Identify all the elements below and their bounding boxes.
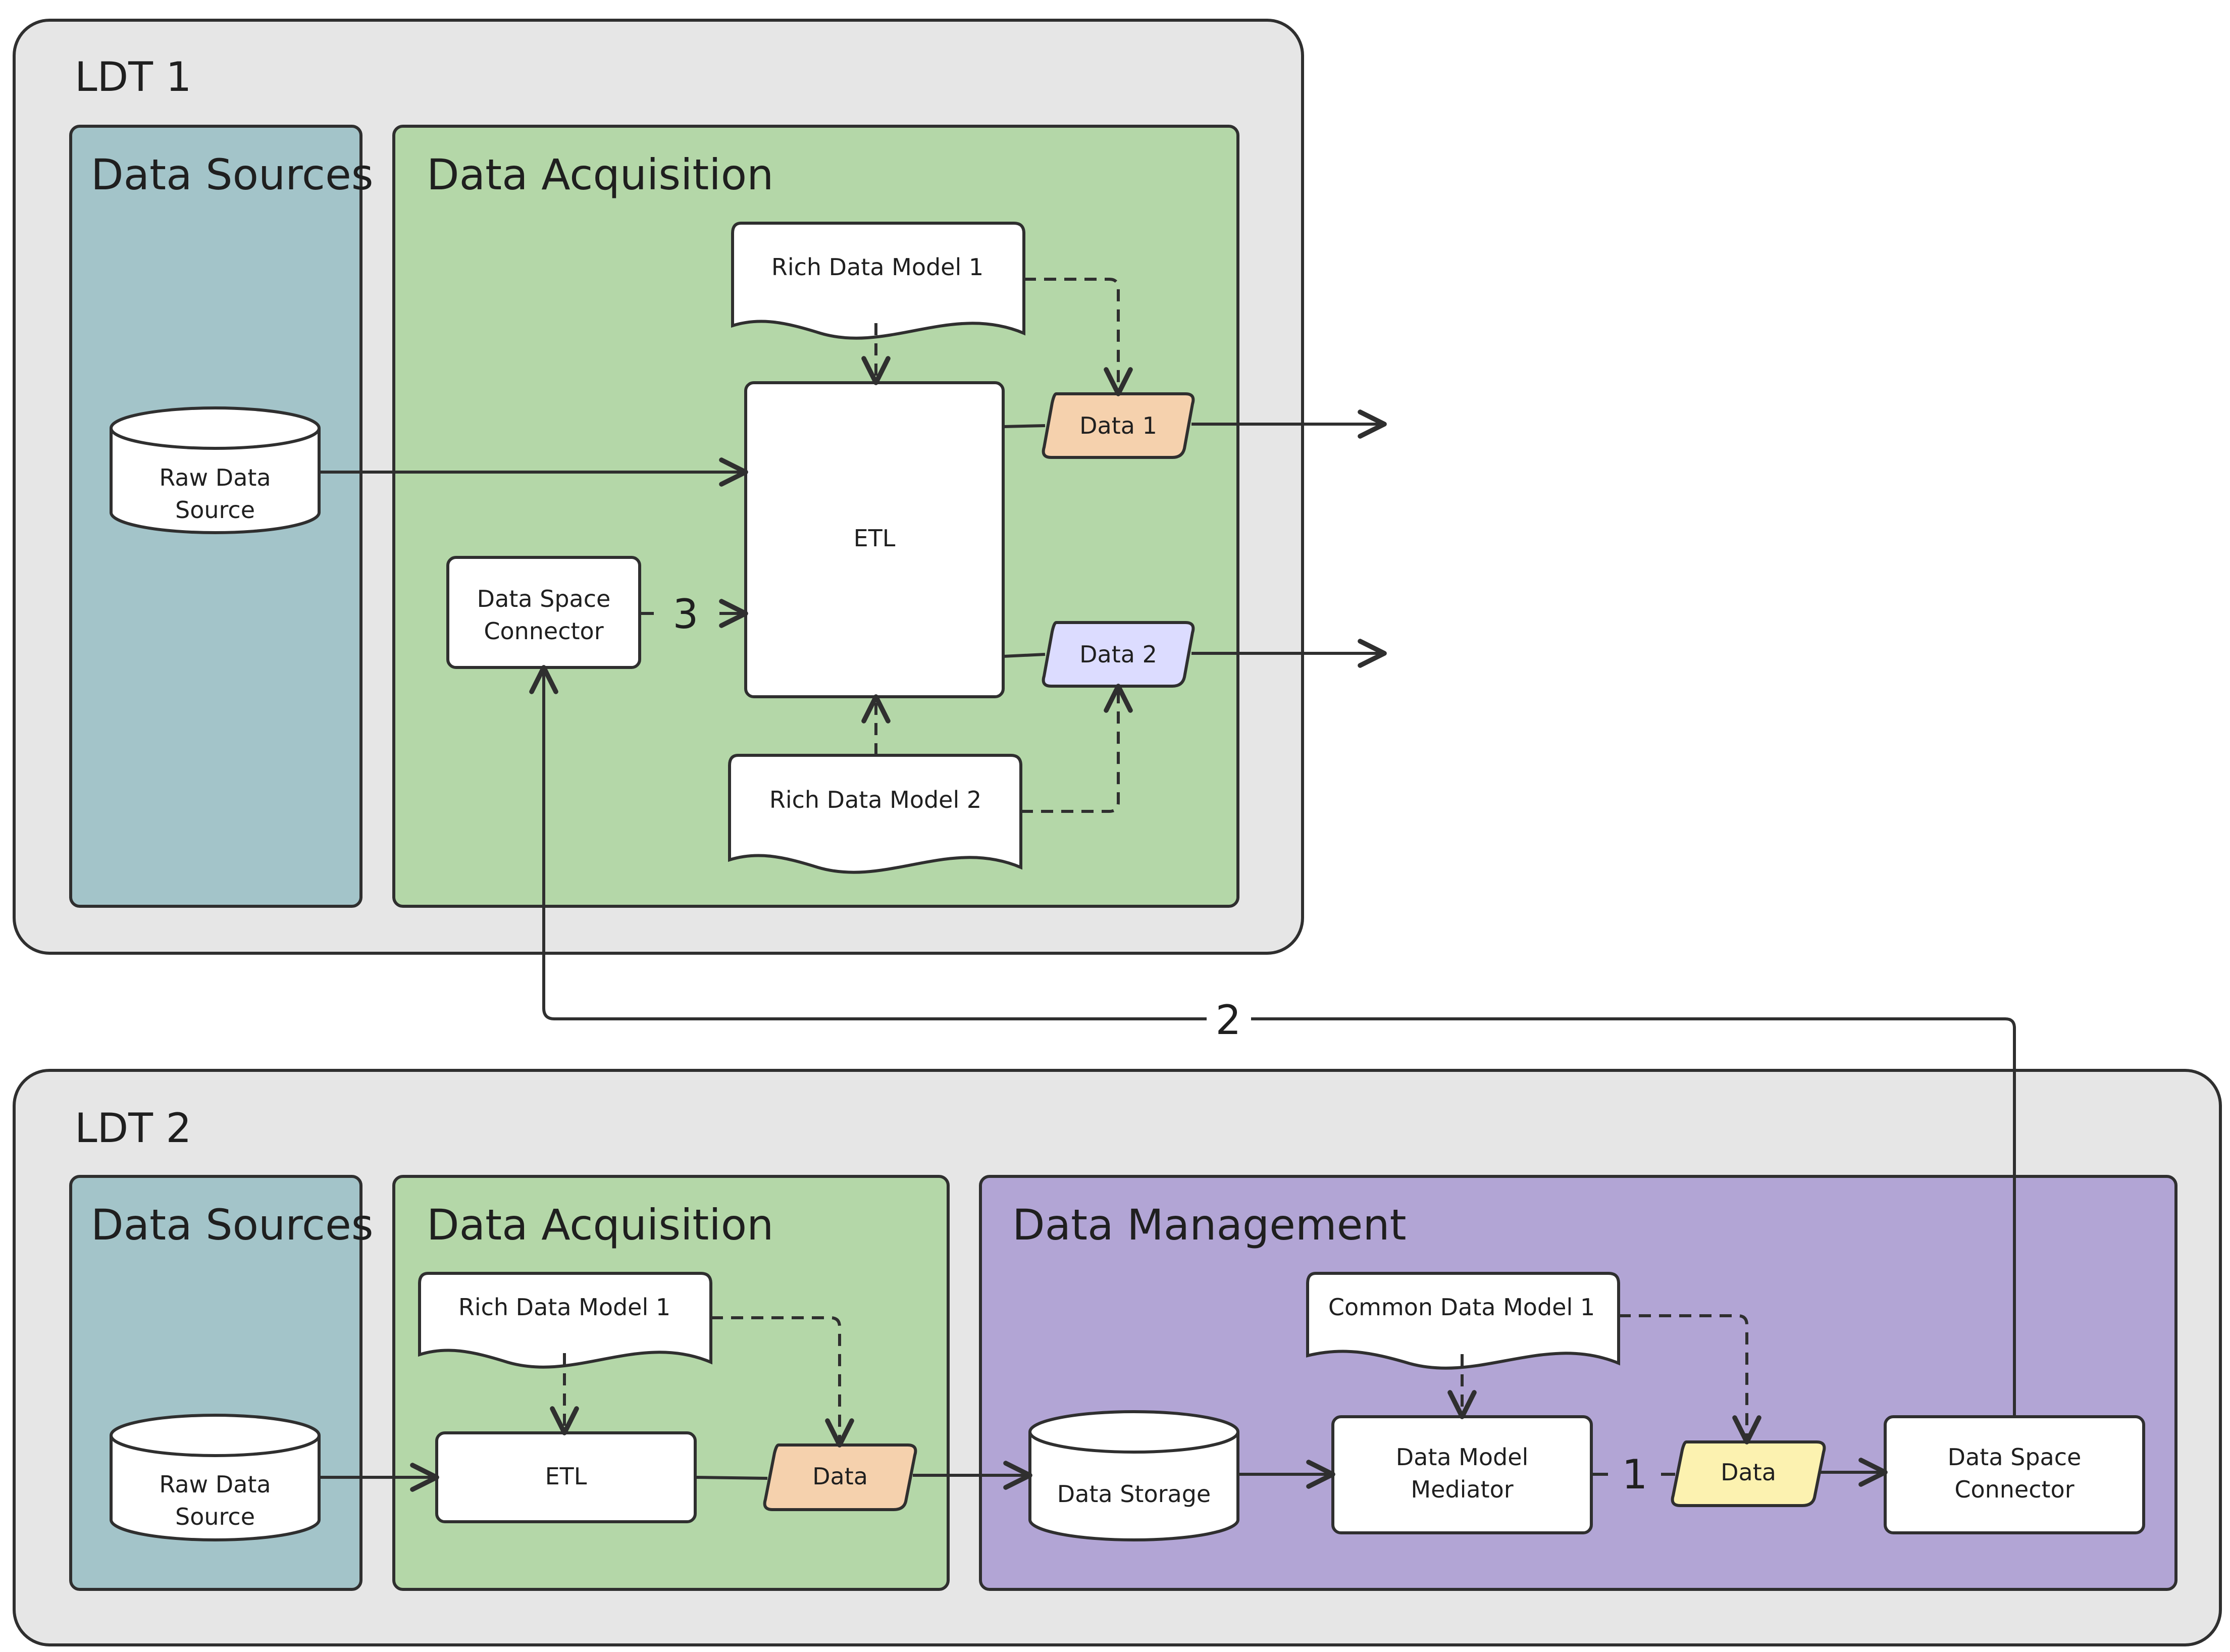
- ldt1-raw-data-source: Raw Data Source: [110, 406, 321, 534]
- ldt2-container: LDT 2 Data Sources Raw Data Source Data …: [13, 1069, 2222, 1646]
- ldt2-data-orange-label: Data: [812, 1463, 868, 1490]
- ldt2-dsc-line1: Data Space: [1948, 1443, 2082, 1471]
- ldt2-data-yellow: Data: [1671, 1440, 1826, 1507]
- ldt2-data-sources-title: Data Sources: [91, 1200, 374, 1250]
- ldt1-data-acquisition-panel: Data Acquisition Rich Data Model 1 ETL D…: [392, 125, 1239, 908]
- ldt2-dmm-line2: Mediator: [1411, 1476, 1513, 1503]
- ldt1-etl: ETL: [744, 381, 1005, 698]
- ldt2-raw-data-source-line2: Source: [175, 1503, 255, 1530]
- ldt2-data-acquisition-panel: Data Acquisition Rich Data Model 1 ETL D…: [392, 1175, 950, 1591]
- ldt2-raw-data-source: Raw Data Source: [110, 1414, 321, 1541]
- edge-ldt2-rdm1-to-data: [711, 1316, 854, 1448]
- edge-etl-to-data1: [1003, 424, 1046, 428]
- ldt1-raw-data-source-line2: Source: [175, 496, 255, 524]
- ldt2-data-model-mediator: Data Model Mediator: [1331, 1415, 1593, 1534]
- ldt2-data-sources-panel: Data Sources Raw Data Source: [69, 1175, 374, 1591]
- edge-ldt2-dsc-to-ldt1-dsc: [544, 667, 2016, 1417]
- edge-rdm1-to-data1: [1024, 278, 1133, 396]
- ldt2-common-data-model-1: Common Data Model 1: [1306, 1272, 1620, 1370]
- ldt1-data-2: Data 2: [1042, 621, 1195, 688]
- edge-etl-to-data2: [1003, 653, 1046, 658]
- ldt1-title: LDT 1: [75, 54, 191, 100]
- ldt2-etl-label: ETL: [545, 1463, 587, 1490]
- ldt1-data-sources-title: Data Sources: [91, 150, 374, 199]
- ldt2-data-management-panel: Data Management Common Data Model 1 Data…: [979, 1175, 2177, 1591]
- edge-label-1: 1: [1622, 1451, 1648, 1498]
- ldt1-data-acquisition-title: Data Acquisition: [427, 150, 773, 199]
- ldt1-data-2-label: Data 2: [1079, 641, 1157, 668]
- ldt2-data-space-connector: Data Space Connector: [1884, 1415, 2145, 1534]
- ldt1-data-space-connector: Data Space Connector: [446, 556, 641, 669]
- ldt1-rich-data-model-2-label: Rich Data Model 2: [769, 786, 981, 813]
- ldt2-data-storage: Data Storage: [1028, 1410, 1239, 1541]
- ldt1-rich-data-model-1-label: Rich Data Model 1: [771, 253, 983, 281]
- ldt2-title: LDT 2: [75, 1105, 191, 1152]
- ldt1-rich-data-model-1: Rich Data Model 1: [731, 222, 1025, 340]
- ldt2-etl: ETL: [435, 1431, 697, 1523]
- ldt2-data-management-title: Data Management: [1012, 1200, 1407, 1250]
- edge-label-2: 2: [1216, 997, 1241, 1044]
- edge-rdm2-to-data2: [1021, 684, 1133, 813]
- ldt2-data-orange: Data: [763, 1443, 917, 1511]
- ldt2-data-storage-label: Data Storage: [1057, 1480, 1211, 1508]
- ldt1-dsc-line1: Data Space: [477, 585, 611, 612]
- ldt2-data-yellow-label: Data: [1721, 1459, 1776, 1486]
- ldt2-dsc-line2: Connector: [1954, 1476, 2074, 1503]
- ldt1-rich-data-model-2: Rich Data Model 2: [728, 754, 1022, 874]
- ldt1-raw-data-source-line1: Raw Data: [159, 464, 271, 491]
- ldt1-etl-label: ETL: [854, 525, 896, 552]
- ldt2-raw-data-source-line1: Raw Data: [159, 1471, 271, 1498]
- ldt2-data-acquisition-title: Data Acquisition: [427, 1200, 773, 1250]
- ldt1-data-1-label: Data 1: [1079, 412, 1157, 439]
- edge-label-3: 3: [673, 591, 699, 638]
- ldt2-rich-data-model-1-label: Rich Data Model 1: [458, 1294, 670, 1321]
- edge-ldt2-etl-to-data: [695, 1476, 768, 1480]
- ldt1-data-1: Data 1: [1042, 392, 1195, 459]
- edge-ldt2-cdm1-to-data: [1619, 1314, 1761, 1444]
- ldt1-container: LDT 1 Data Sources Raw Data Source Data …: [13, 19, 1304, 955]
- ldt2-common-data-model-1-label: Common Data Model 1: [1328, 1294, 1595, 1321]
- ldt1-dsc-line2: Connector: [484, 617, 603, 645]
- ldt2-rich-data-model-1: Rich Data Model 1: [418, 1272, 712, 1369]
- ldt1-data-sources-panel: Data Sources Raw Data Source: [69, 125, 374, 908]
- ldt2-dmm-line1: Data Model: [1396, 1443, 1529, 1471]
